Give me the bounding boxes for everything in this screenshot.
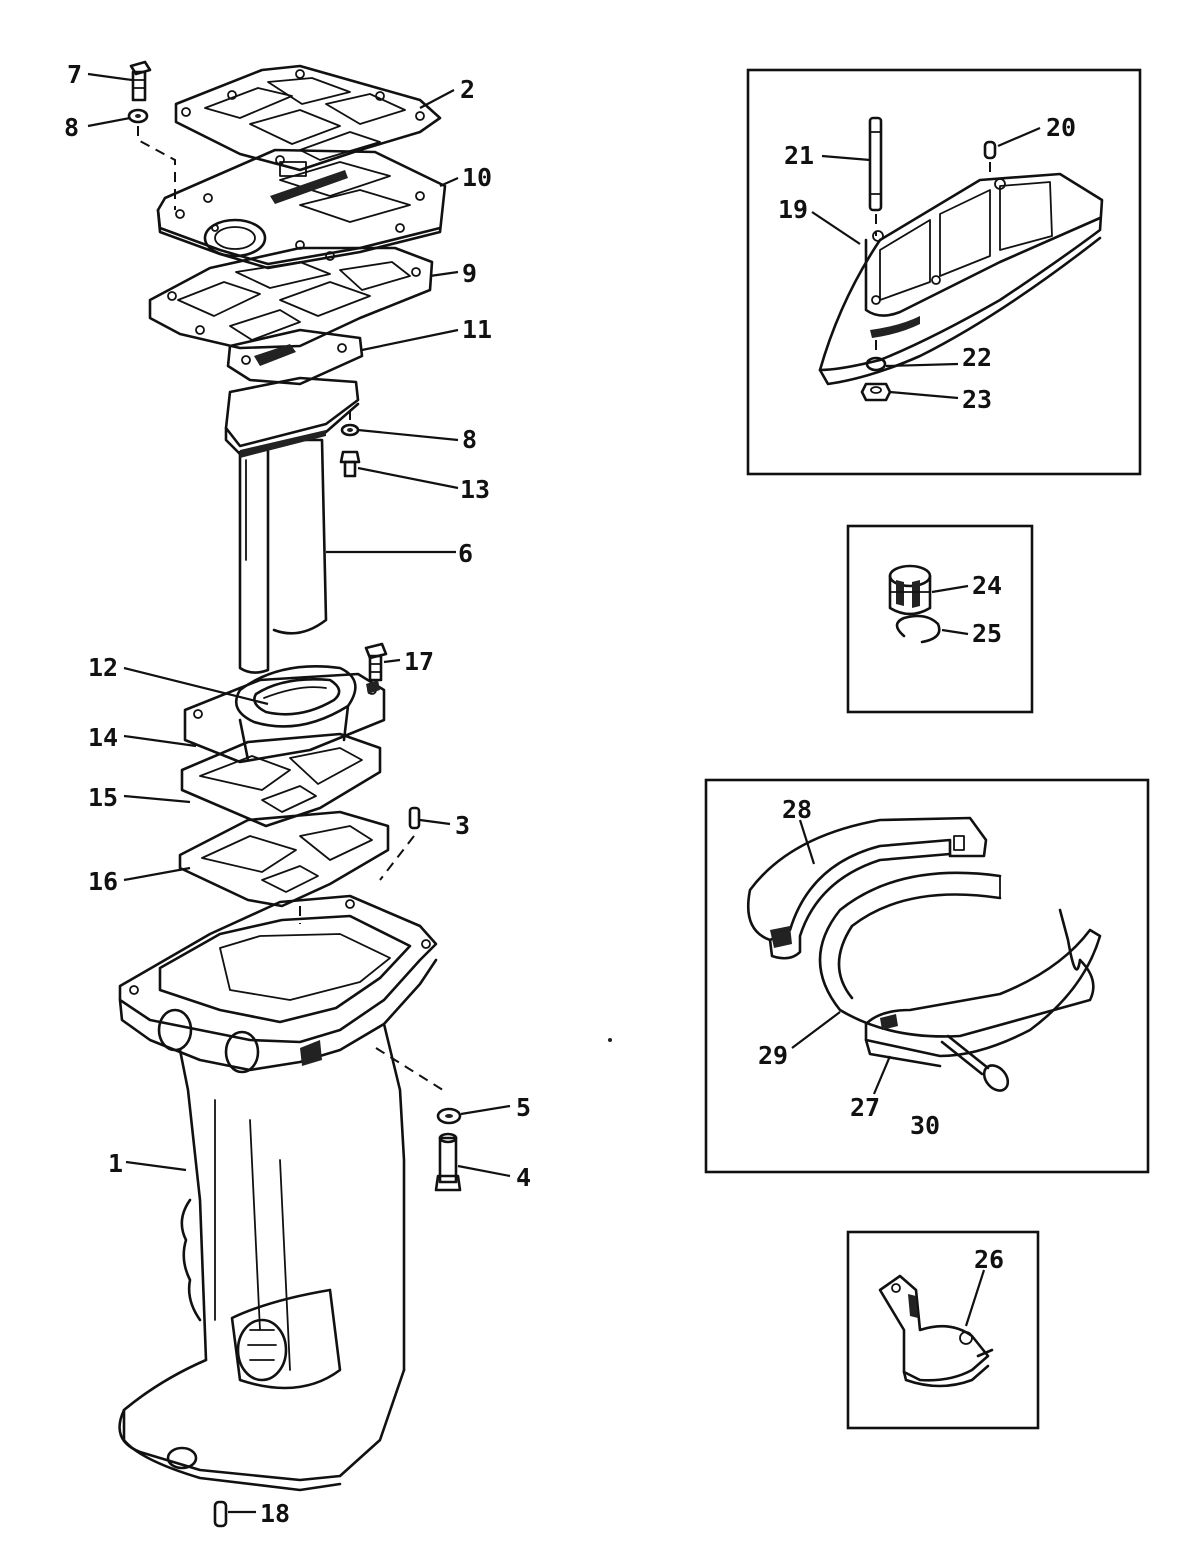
callout-8-lower: 8 <box>462 425 477 454</box>
leader-13 <box>357 466 459 490</box>
callout-15: 15 <box>88 783 118 812</box>
callout-23: 23 <box>962 385 992 414</box>
part-6-exhaust-tube <box>224 376 360 674</box>
callout-3: 3 <box>455 811 470 840</box>
leader-15 <box>123 794 191 804</box>
part-18-dowel-pin <box>213 1500 228 1528</box>
part-22-washer <box>865 356 887 372</box>
leader-25 <box>941 628 969 636</box>
callout-11: 11 <box>462 315 492 344</box>
callout-18: 18 <box>260 1499 290 1528</box>
callout-2: 2 <box>460 75 475 104</box>
callout-5: 5 <box>516 1093 531 1122</box>
callout-17: 17 <box>404 647 434 676</box>
part-7-screw <box>129 60 152 102</box>
part-25-retaining-ring <box>895 614 941 644</box>
callout-7: 7 <box>67 60 82 89</box>
callout-28: 28 <box>782 795 812 824</box>
callout-24: 24 <box>972 571 1002 600</box>
part-19-cover-plate <box>818 172 1104 386</box>
leader-26 <box>964 1269 986 1327</box>
leader-17 <box>383 658 401 664</box>
part-4-screw <box>434 1132 462 1192</box>
leader-8b <box>357 428 459 442</box>
stray-mark <box>608 1038 612 1042</box>
callout-1: 1 <box>108 1149 123 1178</box>
leader-28 <box>798 819 816 865</box>
part-21-stud <box>868 116 883 212</box>
callout-10: 10 <box>462 163 492 192</box>
leader-3 <box>419 818 451 826</box>
leader-11 <box>361 328 459 352</box>
leader-8a <box>87 116 131 128</box>
part-27-side-cover <box>864 928 1102 1068</box>
callout-9: 9 <box>462 259 477 288</box>
part-20-pin <box>983 140 997 160</box>
part-29-clamp-band <box>818 871 1095 1038</box>
callout-20: 20 <box>1046 113 1076 142</box>
part-24-bushing <box>888 564 932 616</box>
callout-14: 14 <box>88 723 118 752</box>
leader-27 <box>872 1055 892 1095</box>
leader-9 <box>429 270 459 278</box>
part-9-gasket <box>148 246 434 350</box>
callout-22: 22 <box>962 343 992 372</box>
callout-4: 4 <box>516 1163 531 1192</box>
part-3-dowel-pin <box>408 806 421 830</box>
part-16-gasket <box>178 810 390 908</box>
leader-21 <box>821 154 871 162</box>
part-8-washer-lower <box>340 423 360 437</box>
leader-23 <box>889 390 959 400</box>
callout-26: 26 <box>974 1245 1004 1274</box>
leader-4 <box>457 1164 511 1178</box>
callout-19: 19 <box>778 195 808 224</box>
leader-10 <box>439 176 459 188</box>
part-5-washer <box>436 1107 462 1125</box>
part-15-gasket <box>180 732 382 828</box>
callout-25: 25 <box>972 619 1002 648</box>
callout-30: 30 <box>910 1111 940 1140</box>
callout-12: 12 <box>88 653 118 682</box>
leader-29 <box>791 1011 841 1049</box>
part-28-side-cover <box>746 816 988 960</box>
part-13-screw <box>339 450 361 478</box>
callout-21: 21 <box>784 141 814 170</box>
inset-box-bracket <box>846 1230 1040 1430</box>
part-10-adapter-plate <box>156 148 447 270</box>
part-2-gasket <box>174 64 442 172</box>
part-23-nut <box>860 382 892 402</box>
dashed-alignment-line <box>379 835 415 881</box>
leader-24 <box>931 584 969 594</box>
part-11-gasket <box>226 328 364 386</box>
part-30-screw <box>940 1034 1010 1092</box>
part-26-bracket <box>878 1274 994 1388</box>
callout-16: 16 <box>88 867 118 896</box>
dashed-alignment-line <box>137 126 176 210</box>
callout-8-top: 8 <box>64 113 79 142</box>
dashed-alignment-line <box>375 1047 447 1093</box>
leader-1 <box>125 1160 187 1172</box>
leader-14 <box>123 734 197 748</box>
part-12-14-seal-plate <box>183 665 386 764</box>
callout-29: 29 <box>758 1041 788 1070</box>
inset-box-side-covers <box>704 778 1150 1174</box>
leader-19 <box>811 211 861 245</box>
part-17-screw <box>364 642 388 682</box>
callout-6: 6 <box>458 539 473 568</box>
inset-box-trim-plate <box>746 68 1142 476</box>
leader-20 <box>997 126 1041 148</box>
leader-22 <box>885 362 959 368</box>
callout-13: 13 <box>460 475 490 504</box>
leader-2 <box>419 89 455 109</box>
part-1-driveshaft-housing <box>118 894 438 1492</box>
leader-7 <box>87 72 133 82</box>
part-8-washer-top <box>127 108 149 124</box>
leader-16 <box>123 866 191 882</box>
inset-box-bushing <box>846 524 1034 714</box>
leader-5 <box>460 1104 511 1116</box>
leader-12 <box>123 666 269 706</box>
callout-27: 27 <box>850 1093 880 1122</box>
